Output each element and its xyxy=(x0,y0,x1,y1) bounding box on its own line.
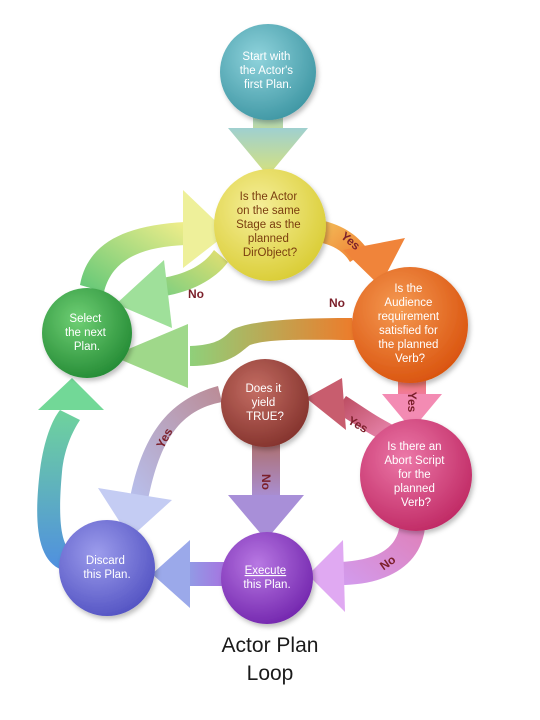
arrow-select-to-stage xyxy=(80,190,228,292)
edge-label-audience-no: No xyxy=(329,296,345,310)
arrow-audience-no xyxy=(112,318,355,388)
arrow-abort-yes xyxy=(306,378,395,442)
diagram-caption: Actor Plan Loop xyxy=(0,632,540,688)
arrow-abort-no xyxy=(308,522,425,612)
edge-label-audience-yes: Yes xyxy=(405,392,419,413)
node-start: Start with the Actor's first Plan. xyxy=(220,24,316,120)
arrow-stage-yes xyxy=(318,220,405,286)
node-execute: Execute this Plan. xyxy=(221,532,313,624)
node-yield-true: Does it yield TRUE? xyxy=(221,359,309,447)
node-execute-label: Execute this Plan. xyxy=(243,565,290,591)
arrow-stage-no xyxy=(116,250,228,328)
caption-line-2: Loop xyxy=(246,662,294,685)
node-yield-true-label: Does it yield TRUE? xyxy=(246,383,285,423)
arrow-yield-no xyxy=(228,440,304,540)
node-start-label: Start with the Actor's first Plan. xyxy=(240,51,297,91)
edge-label-stage-no: No xyxy=(188,287,204,301)
node-audience-check: Is the Audience requirement satisfied fo… xyxy=(352,267,468,383)
caption-line-1: Actor Plan xyxy=(221,634,319,657)
node-discard: Discard this Plan. xyxy=(59,520,155,616)
node-select-next-label: Select the next Plan. xyxy=(65,313,109,353)
node-audience-check-label: Is the Audience requirement satisfied fo… xyxy=(378,283,443,365)
node-stage-check-label: Is the Actor on the same Stage as the pl… xyxy=(236,191,304,259)
node-discard-label: Discard this Plan. xyxy=(83,555,130,581)
arrow-yield-yes xyxy=(98,386,222,538)
node-stage-check: Is the Actor on the same Stage as the pl… xyxy=(214,169,326,281)
node-abort-script-label: Is there an Abort Script for the planned… xyxy=(384,441,447,509)
arrow-execute-to-discard xyxy=(152,540,225,608)
arrow-discard-to-select xyxy=(37,378,104,570)
node-abort-script: Is there an Abort Script for the planned… xyxy=(360,419,472,531)
node-select-next: Select the next Plan. xyxy=(42,288,132,378)
edge-label-yield-no: No xyxy=(259,474,273,490)
